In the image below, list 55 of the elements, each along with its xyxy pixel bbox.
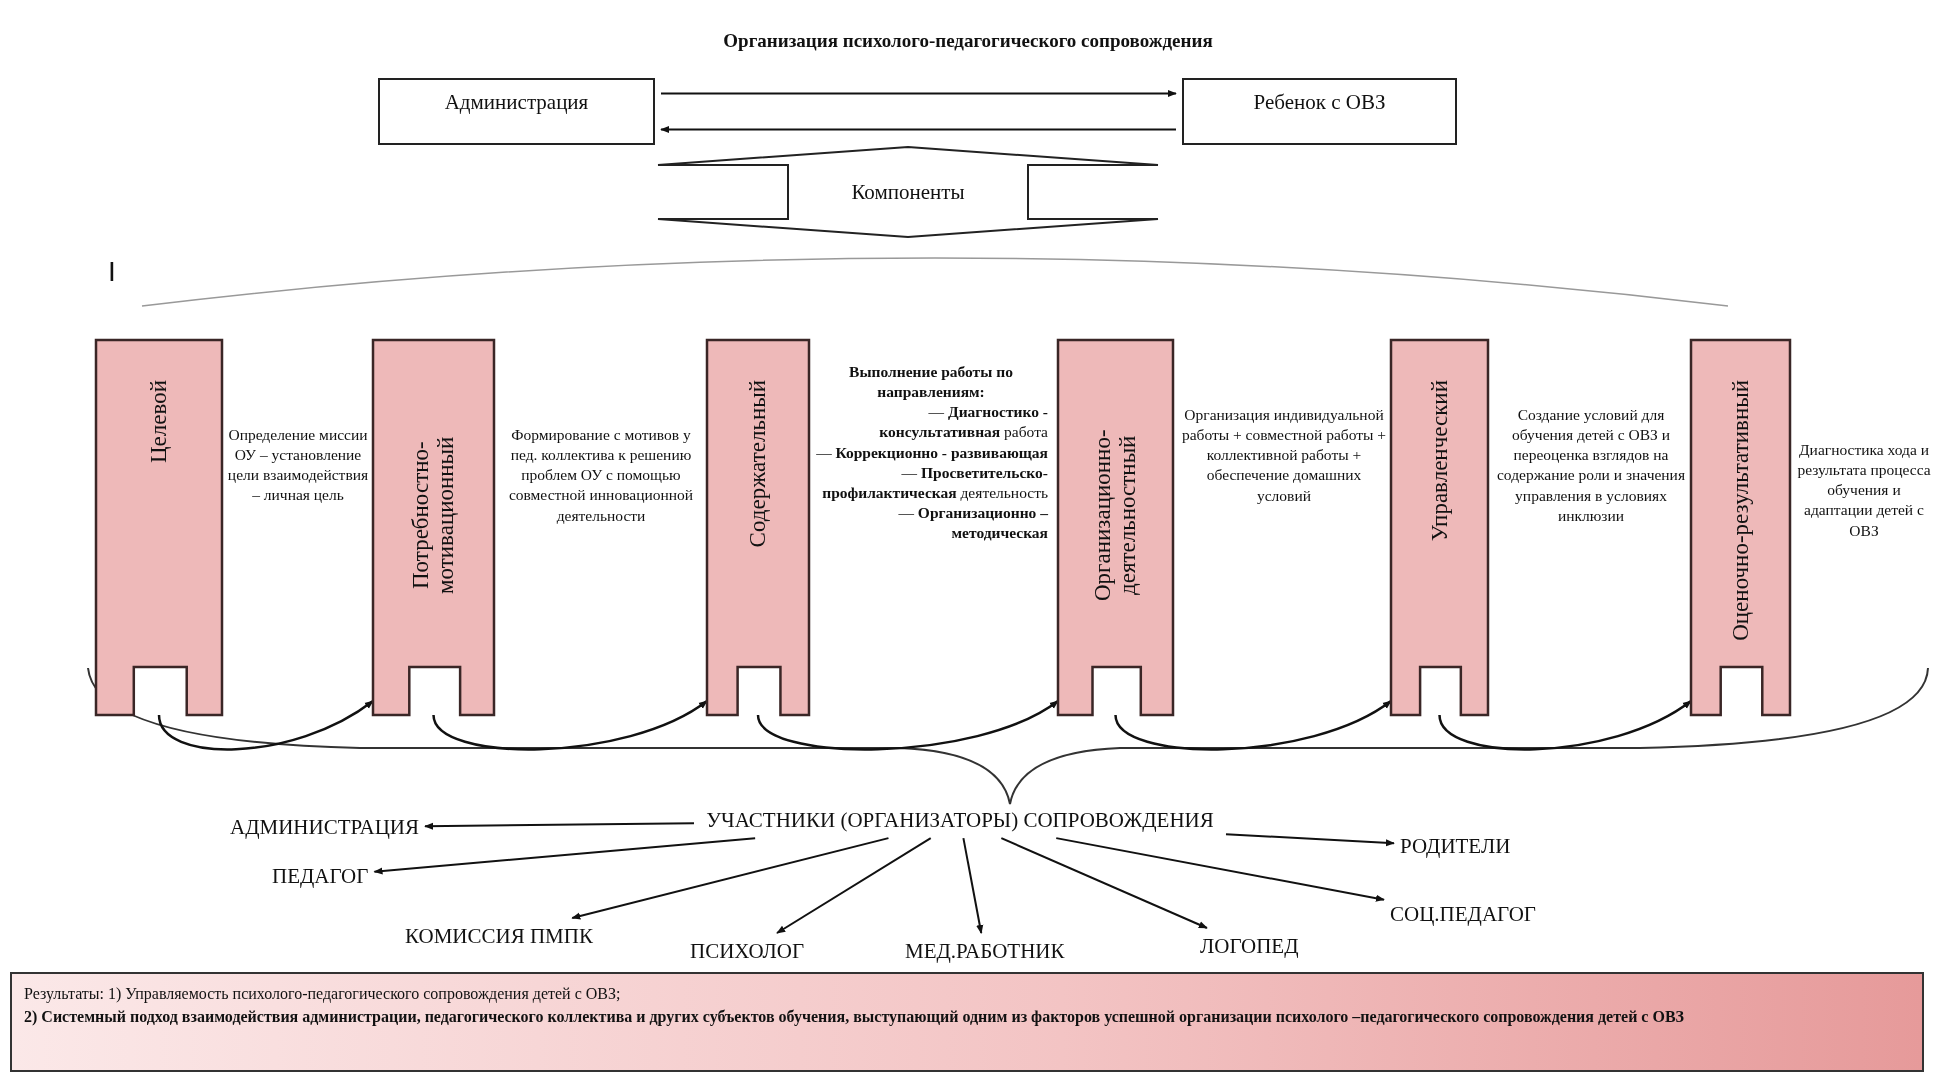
column-description: Диагностика хода и результата процесса обучения и адаптации детей с ОВЗ <box>1796 440 1932 541</box>
curved-arrow <box>432 699 708 751</box>
participant-label: СОЦ.ПЕДАГОГ <box>1390 902 1536 927</box>
arrow <box>571 837 890 920</box>
diagram-title: Организация психолого-педагогического сопровождения <box>723 30 1213 52</box>
column-description: Определение миссии ОУ – установление цели взаимодействия – личная цель <box>226 425 370 506</box>
component-column <box>1058 340 1173 715</box>
component-column <box>707 340 809 715</box>
component-column <box>373 340 494 715</box>
component-column <box>1691 340 1790 715</box>
description-item: — Просветительско-профилактическая деятельность <box>821 462 1048 503</box>
description-item: Выполнение работы по направлениям: <box>848 362 1014 403</box>
arrow <box>1225 833 1395 847</box>
arrow <box>373 837 757 875</box>
arrow <box>660 125 1177 134</box>
participant-label: РОДИТЕЛИ <box>1400 834 1511 859</box>
result-text: Результаты: 1) Управляемость психолого-педагогического сопровождения детей с ОВЗ; <box>24 984 622 1005</box>
column-description: Формирование с мотивов у пед. коллектива к решению проблем ОУ с помощью совместной инновационной деятельности <box>507 425 695 526</box>
text-mark: I <box>108 256 116 288</box>
double-arrow-shape <box>658 147 1158 237</box>
arrow <box>776 837 932 934</box>
column-label: Организационно-деятельностный <box>1090 428 1141 603</box>
process-box: Администрация <box>378 78 655 145</box>
column-label: Оценочно-результативный <box>1727 380 1754 641</box>
participant-label: МЕД.РАБОТНИК <box>905 939 1065 964</box>
curved-arrow <box>756 699 1059 751</box>
participant-label: КОМИССИЯ ПМПК <box>405 924 593 949</box>
arrow <box>660 89 1177 98</box>
description-item: — Диагностико - консультативная работа <box>878 402 1048 443</box>
column-label: Потребностно-мотивационный <box>408 435 459 596</box>
description-item: — Организационно – методическая <box>897 503 1048 544</box>
process-box: Ребенок с ОВЗ <box>1182 78 1457 145</box>
column-description: Создание условий для обучения детей с ОВЗ и переоценка взглядов на содержание роли и значения управления в условиях инклюзии <box>1495 405 1687 526</box>
participant-label: ЛОГОПЕД <box>1200 934 1299 959</box>
participant-label: ПЕДАГОГ <box>272 864 369 889</box>
component-column <box>96 340 222 715</box>
results-panel <box>10 972 1924 1072</box>
component-column <box>1391 340 1488 715</box>
description-item: — Коррекционно - развивающая <box>815 442 1048 463</box>
arrow <box>424 822 695 830</box>
arrow <box>962 837 984 934</box>
column-label: Целевой <box>146 380 172 463</box>
arrow <box>1000 837 1208 929</box>
participant-label: ПСИХОЛОГ <box>690 939 805 964</box>
result-text: 2) Системный подход взаимодействия администрации, педагогического коллектива и других субъектов обучения, выступающий одним из факторов успешной организации психолого –педагогического сопровождения детей с ОВЗ <box>24 1007 1685 1028</box>
participants-heading: УЧАСТНИКИ (ОРГАНИЗАТОРЫ) СОПРОВОЖДЕНИЯ <box>700 808 1220 833</box>
column-label: Управленческий <box>1426 380 1453 542</box>
curved-arrow <box>1114 699 1392 751</box>
column-description: Организация индивидуальной работы + совместной работы + коллективной работы + обеспечение домашних условий <box>1180 405 1388 506</box>
curved-arrow <box>157 699 374 751</box>
column-label: Содержательный <box>745 380 771 548</box>
components-label: Компоненты <box>851 179 965 205</box>
arrow <box>1055 837 1385 902</box>
curved-arrow <box>1438 699 1692 751</box>
participant-label: АДМИНИСТРАЦИЯ <box>230 815 419 840</box>
